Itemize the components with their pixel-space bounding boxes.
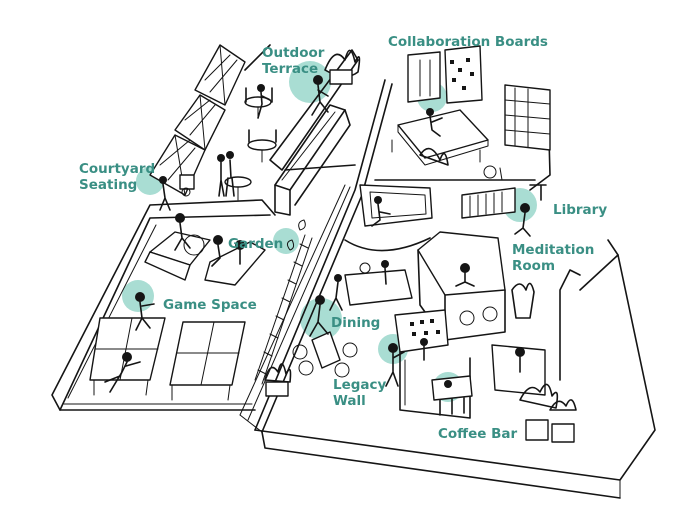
label-collaboration-boards: Collaboration Boards bbox=[388, 34, 548, 50]
label-collaboration-boards-text: Collaboration Boards bbox=[388, 34, 548, 50]
label-garden: Garden bbox=[228, 236, 283, 252]
label-meditation-room-line2: Room bbox=[512, 258, 594, 274]
label-coffee-bar: Coffee Bar bbox=[438, 426, 517, 442]
label-legacy-wall-line2: Wall bbox=[333, 393, 386, 409]
label-dining: Dining bbox=[331, 315, 380, 331]
label-outdoor-terrace-line1: Outdoor bbox=[262, 45, 324, 61]
label-meditation-room-line1: Meditation bbox=[512, 242, 594, 258]
lounge-area bbox=[345, 185, 432, 251]
label-dining-text: Dining bbox=[331, 315, 380, 331]
umbrellas bbox=[150, 45, 270, 195]
label-outdoor-terrace: Outdoor Terrace bbox=[262, 45, 324, 77]
collaboration-area bbox=[392, 46, 502, 180]
label-library: Library bbox=[553, 202, 607, 218]
label-library-text: Library bbox=[553, 202, 607, 218]
library-area bbox=[462, 85, 550, 236]
label-courtyard-seating-line1: Courtyard bbox=[79, 161, 155, 177]
label-courtyard-seating-line2: Seating bbox=[79, 177, 155, 193]
label-coffee-bar-text: Coffee Bar bbox=[438, 426, 517, 442]
label-game-space: Game Space bbox=[163, 297, 257, 313]
label-legacy-wall-line1: Legacy bbox=[333, 377, 386, 393]
label-garden-text: Garden bbox=[228, 236, 283, 252]
label-game-space-text: Game Space bbox=[163, 297, 257, 313]
label-meditation-room: Meditation Room bbox=[512, 242, 594, 274]
label-outdoor-terrace-line2: Terrace bbox=[262, 61, 324, 77]
label-legacy-wall: Legacy Wall bbox=[333, 377, 386, 409]
label-courtyard-seating: Courtyard Seating bbox=[79, 161, 155, 193]
